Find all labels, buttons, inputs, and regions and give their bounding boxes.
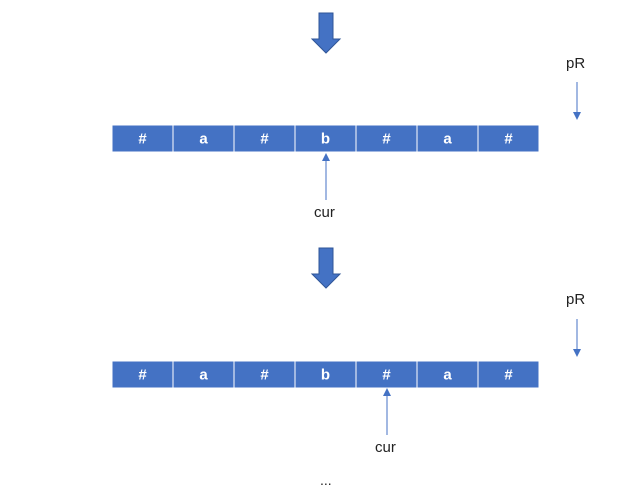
step-down-arrow-1 <box>310 12 342 54</box>
step-2-cell-3-label: b <box>321 367 330 384</box>
cur-label-1: cur <box>314 204 335 221</box>
continuation-ellipsis: ... <box>320 472 332 488</box>
step-down-arrow-2 <box>310 247 342 289</box>
step-1-cell-1 <box>172 124 235 153</box>
cur-label-2: cur <box>375 439 396 456</box>
step-2-cell-row: # a # b # a # <box>111 360 540 389</box>
step-1-cell-2-label: # <box>260 131 269 148</box>
step-1-cell-4 <box>355 124 418 153</box>
step-2-cell-4-label: # <box>382 367 391 384</box>
step-2-cell-3 <box>294 360 357 389</box>
step-2-cell-6-label: # <box>504 367 513 384</box>
step-1-cell-0-label: # <box>138 131 147 148</box>
step-2-cell-1 <box>172 360 235 389</box>
step-2-cell-2-label: # <box>260 367 269 384</box>
step-2-cell-0 <box>111 360 174 389</box>
step-2-cell-2 <box>233 360 296 389</box>
step-1-cell-5-label: a <box>443 131 452 148</box>
step-1-cell-4-label: # <box>382 131 391 148</box>
step-1-cell-3-label: b <box>321 131 330 148</box>
step-2-cell-0-label: # <box>138 367 147 384</box>
step-2-cell-1-label: a <box>199 367 208 384</box>
step-1-cell-6 <box>477 124 540 153</box>
step-1-cell-row: # a # b # a # <box>111 124 540 153</box>
step-1-cell-6-label: # <box>504 131 513 148</box>
step-1-cell-0 <box>111 124 174 153</box>
step-1-cell-2 <box>233 124 296 153</box>
pr-label-2: pR <box>566 291 586 308</box>
step-1-cell-1-label: a <box>199 131 208 148</box>
step-2-cell-5-label: a <box>443 367 452 384</box>
pr-label-1: pR <box>566 55 586 72</box>
step-1-cell-5 <box>416 124 479 153</box>
step-2-cell-6 <box>477 360 540 389</box>
step-2-cell-4 <box>355 360 418 389</box>
